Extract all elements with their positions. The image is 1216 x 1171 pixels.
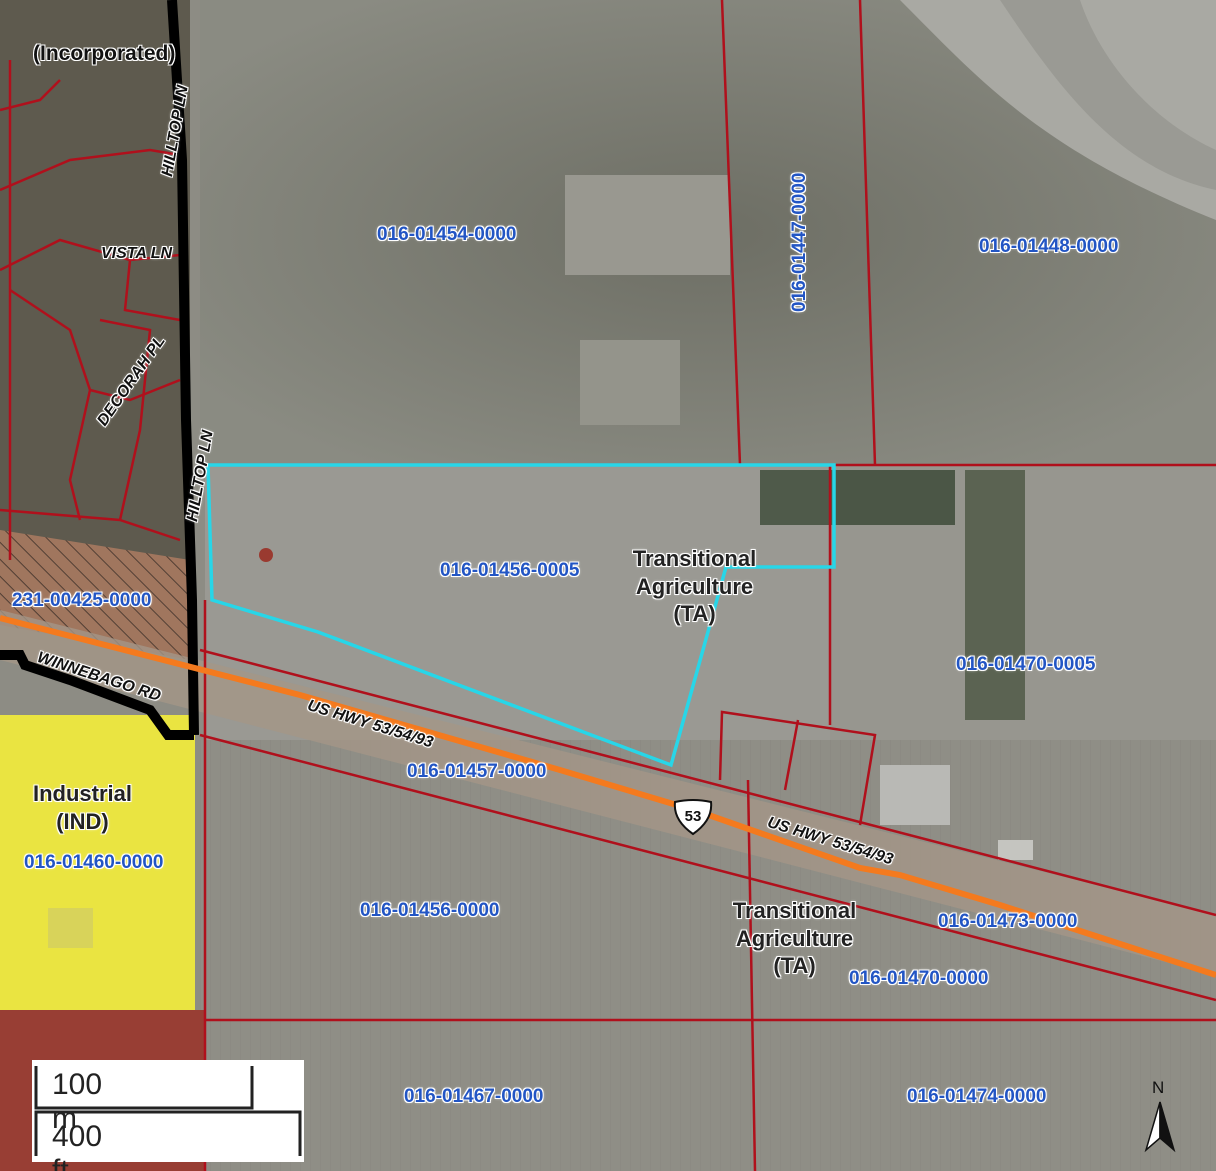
- parcel-label[interactable]: 016-01470-0005: [956, 654, 1096, 675]
- zone-label-industrial: Industrial (IND): [20, 780, 145, 835]
- zone-label-ta-south: Transitional Agriculture (TA): [722, 897, 867, 980]
- parcel-label[interactable]: 016-01447-0000: [789, 172, 810, 312]
- zone-line: (TA): [673, 601, 716, 626]
- parcel-label[interactable]: 016-01457-0000: [407, 761, 547, 782]
- scale-bar: 100 m 400 ft: [32, 1060, 304, 1171]
- parcel-label[interactable]: 016-01473-0000: [938, 911, 1078, 932]
- shield-number: 53: [684, 808, 702, 825]
- north-arrow-icon: N: [1140, 1078, 1180, 1160]
- parcel-label[interactable]: 016-01456-0000: [360, 900, 500, 921]
- parcel-label[interactable]: 016-01467-0000: [404, 1086, 544, 1107]
- parcel-label[interactable]: 016-01448-0000: [979, 236, 1119, 257]
- parcel-label[interactable]: 231-00425-0000: [12, 590, 152, 611]
- zone-line: Agriculture: [635, 573, 754, 599]
- zone-line: Agriculture: [735, 925, 854, 951]
- road-label-vista: VISTA LN: [101, 245, 173, 262]
- zone-line: Transitional: [632, 546, 757, 571]
- zone-line: (TA): [773, 953, 816, 978]
- scale-metric: 100 m: [52, 1068, 103, 1135]
- zone-label-ta-north: Transitional Agriculture (TA): [622, 545, 767, 628]
- parcel-label[interactable]: 016-01454-0000: [377, 224, 517, 245]
- scale-imperial: 400 ft: [52, 1120, 103, 1171]
- parcel-label-selected[interactable]: 016-01456-0005: [440, 560, 580, 581]
- zone-line: Industrial: [32, 781, 132, 806]
- parcel-label[interactable]: 016-01460-0000: [24, 852, 164, 873]
- municipality-label: (Incorporated): [33, 42, 176, 65]
- zone-line: (IND): [56, 808, 109, 834]
- parcel-label[interactable]: 016-01470-0000: [849, 968, 989, 989]
- us-highway-shield-icon: 53: [671, 798, 715, 836]
- zone-line: Transitional: [732, 898, 857, 923]
- north-label: N: [1152, 1078, 1165, 1097]
- parcel-label[interactable]: 016-01474-0000: [907, 1086, 1047, 1107]
